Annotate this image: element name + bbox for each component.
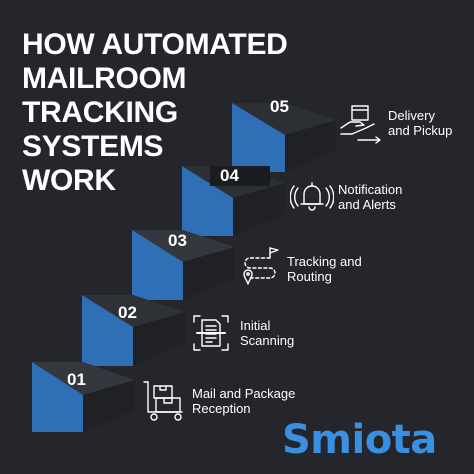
step-2-number: 02 xyxy=(118,303,137,322)
step-1-number: 01 xyxy=(67,370,86,389)
title-line-1: HOW AUTOMATED xyxy=(22,28,288,61)
step-3-label: Tracking and Routing xyxy=(287,254,362,284)
step-5-label: Delivery and Pickup xyxy=(388,108,453,138)
title-line-4: SYSTEMS xyxy=(22,130,164,163)
step-4-number: 04 xyxy=(220,166,239,185)
step-4-label: Notification and Alerts xyxy=(338,182,403,212)
page-title: HOW AUTOMATED MAILROOM TRACKING SYSTEMS … xyxy=(22,28,288,198)
step-3-number: 03 xyxy=(168,231,187,250)
step-5-number: 05 xyxy=(270,97,289,116)
step-2-block: 02 xyxy=(82,295,185,366)
route-icon xyxy=(243,247,279,285)
title-line-5: WORK xyxy=(22,164,116,197)
step-1-block: 01 xyxy=(32,362,135,432)
package-cart-icon xyxy=(143,381,183,421)
step-3-block: 03 xyxy=(132,230,235,300)
step-2-label: Initial Scanning xyxy=(240,318,295,348)
step-4-block: 04 xyxy=(182,166,285,236)
brand-logo: Smiota xyxy=(282,417,437,463)
step-1-label: Mail and Package Reception xyxy=(192,386,296,416)
step-5-block: 05 xyxy=(232,97,336,172)
title-line-3: TRACKING xyxy=(22,96,178,129)
title-line-2: MAILROOM xyxy=(22,62,187,95)
bell-icon xyxy=(290,182,334,211)
document-scan-icon xyxy=(193,315,229,351)
hand-delivery-icon xyxy=(340,105,381,144)
